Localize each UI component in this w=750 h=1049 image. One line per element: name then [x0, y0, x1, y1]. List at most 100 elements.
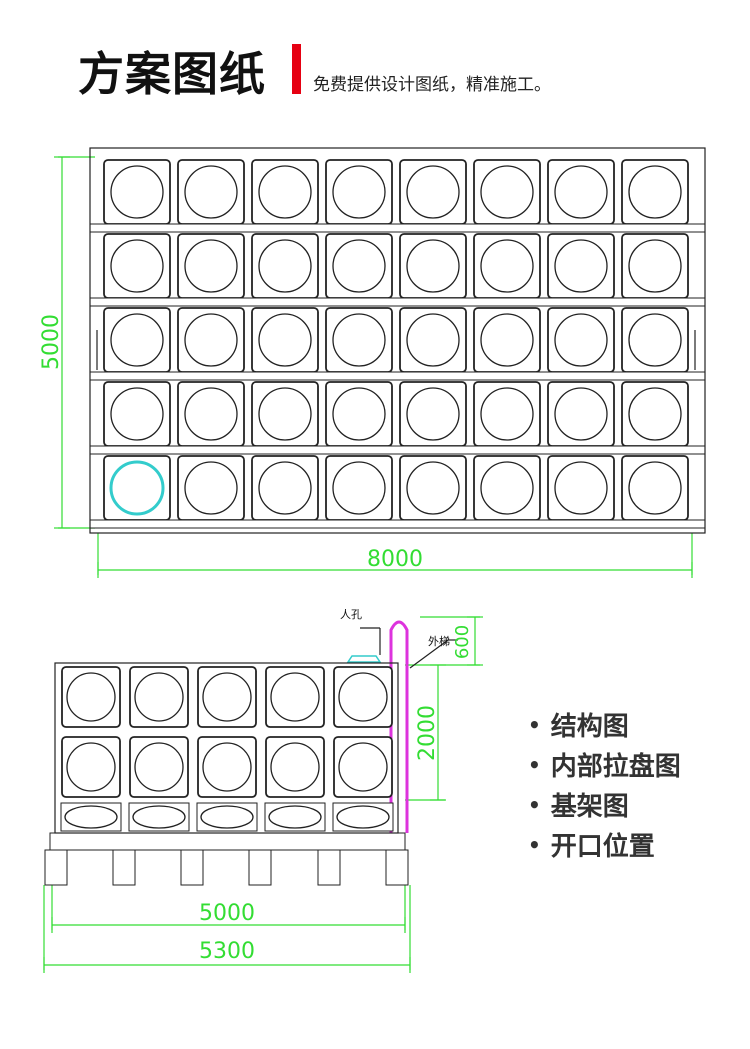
panel-circle [338, 672, 388, 722]
plan-panel [177, 307, 245, 373]
panel-circle [554, 239, 608, 293]
elev-panel [61, 666, 121, 728]
plan-panel [547, 307, 615, 373]
plan-panel [251, 307, 319, 373]
plan-panel [103, 455, 171, 521]
plan-panel [325, 159, 393, 225]
plan-panel [103, 233, 171, 299]
panel-circle [258, 387, 312, 441]
panel-circle [332, 387, 386, 441]
panel-circle [628, 239, 682, 293]
base-leg [180, 849, 204, 886]
plan-frame [89, 147, 706, 534]
panel-circle [554, 313, 608, 367]
plan-panel [473, 307, 541, 373]
panel-circle [258, 239, 312, 293]
panel-circle [554, 165, 608, 219]
bottom-panel [332, 802, 394, 832]
panel-circle [332, 165, 386, 219]
plan-panel [621, 233, 689, 299]
plan-panel [547, 233, 615, 299]
panel-circle [480, 461, 534, 515]
plan-panel [547, 159, 615, 225]
panel-circle [554, 387, 608, 441]
panel-circle [332, 313, 386, 367]
elev-inner-width-label: 5000 [199, 901, 255, 926]
panel-circle [184, 313, 238, 367]
base-leg [44, 849, 68, 886]
panel-circle [110, 239, 164, 293]
bottom-panel [264, 802, 326, 832]
panel-circle [406, 239, 460, 293]
plan-panel [399, 159, 467, 225]
plan-rib [89, 223, 706, 233]
feature-item: •基架图 [528, 792, 629, 822]
manhole [346, 655, 382, 663]
elev-panel [129, 666, 189, 728]
page-subtitle: 免费提供设计图纸，精准施工。 [313, 75, 551, 95]
plan-panel [325, 381, 393, 447]
plan-panel [251, 159, 319, 225]
leader [409, 639, 449, 669]
panel-circle [184, 461, 238, 515]
panel-circle [406, 165, 460, 219]
plan-panel [399, 307, 467, 373]
panel-circle [480, 165, 534, 219]
base-plate [49, 832, 406, 851]
panel-circle [202, 672, 252, 722]
feature-label: 结构图 [550, 712, 629, 742]
panel-circle [110, 313, 164, 367]
plan-panel [473, 381, 541, 447]
elev-panel [197, 736, 257, 798]
panel-circle [66, 742, 116, 792]
plan-panel [177, 381, 245, 447]
plan-panel [621, 455, 689, 521]
panel-circle [628, 313, 682, 367]
base-leg [317, 849, 341, 886]
feature-label: 基架图 [550, 792, 629, 822]
page-title: 方案图纸 [78, 47, 266, 101]
panel-circle [270, 672, 320, 722]
feature-item: •内部拉盘图 [528, 752, 681, 782]
panel-circle [338, 742, 388, 792]
panel-circle [184, 239, 238, 293]
plan-panel [621, 307, 689, 373]
panel-circle [134, 672, 184, 722]
plan-panel [103, 381, 171, 447]
panel-circle [270, 742, 320, 792]
base-leg [385, 849, 409, 886]
plan-panel [177, 233, 245, 299]
elev-panel [265, 666, 325, 728]
panel-circle [110, 387, 164, 441]
plan-panel [177, 159, 245, 225]
panel-circle [258, 165, 312, 219]
plan-panel [399, 233, 467, 299]
bottom-panel [60, 802, 122, 832]
ladder-label: 外梯 [428, 635, 450, 648]
plan-width-label: 8000 [367, 547, 423, 572]
panel-circle [66, 672, 116, 722]
plan-panel [473, 233, 541, 299]
panel-circle [258, 313, 312, 367]
plan-panel [103, 159, 171, 225]
bottom-ellipse [268, 805, 322, 829]
plan-rib [89, 371, 706, 381]
elev-panel [333, 666, 393, 728]
panel-circle [406, 313, 460, 367]
plan-rib [89, 297, 706, 307]
panel-circle [332, 239, 386, 293]
elev-panel [129, 736, 189, 798]
panel-circle [480, 313, 534, 367]
panel-circle [258, 461, 312, 515]
panel-circle [332, 461, 386, 515]
panel-circle [184, 165, 238, 219]
plan-panel [325, 307, 393, 373]
elev-panel [333, 736, 393, 798]
panel-circle [628, 461, 682, 515]
panel-circle [554, 461, 608, 515]
elev-top-label: 600 [452, 625, 473, 659]
panel-circle [480, 387, 534, 441]
elev-panel [197, 666, 257, 728]
